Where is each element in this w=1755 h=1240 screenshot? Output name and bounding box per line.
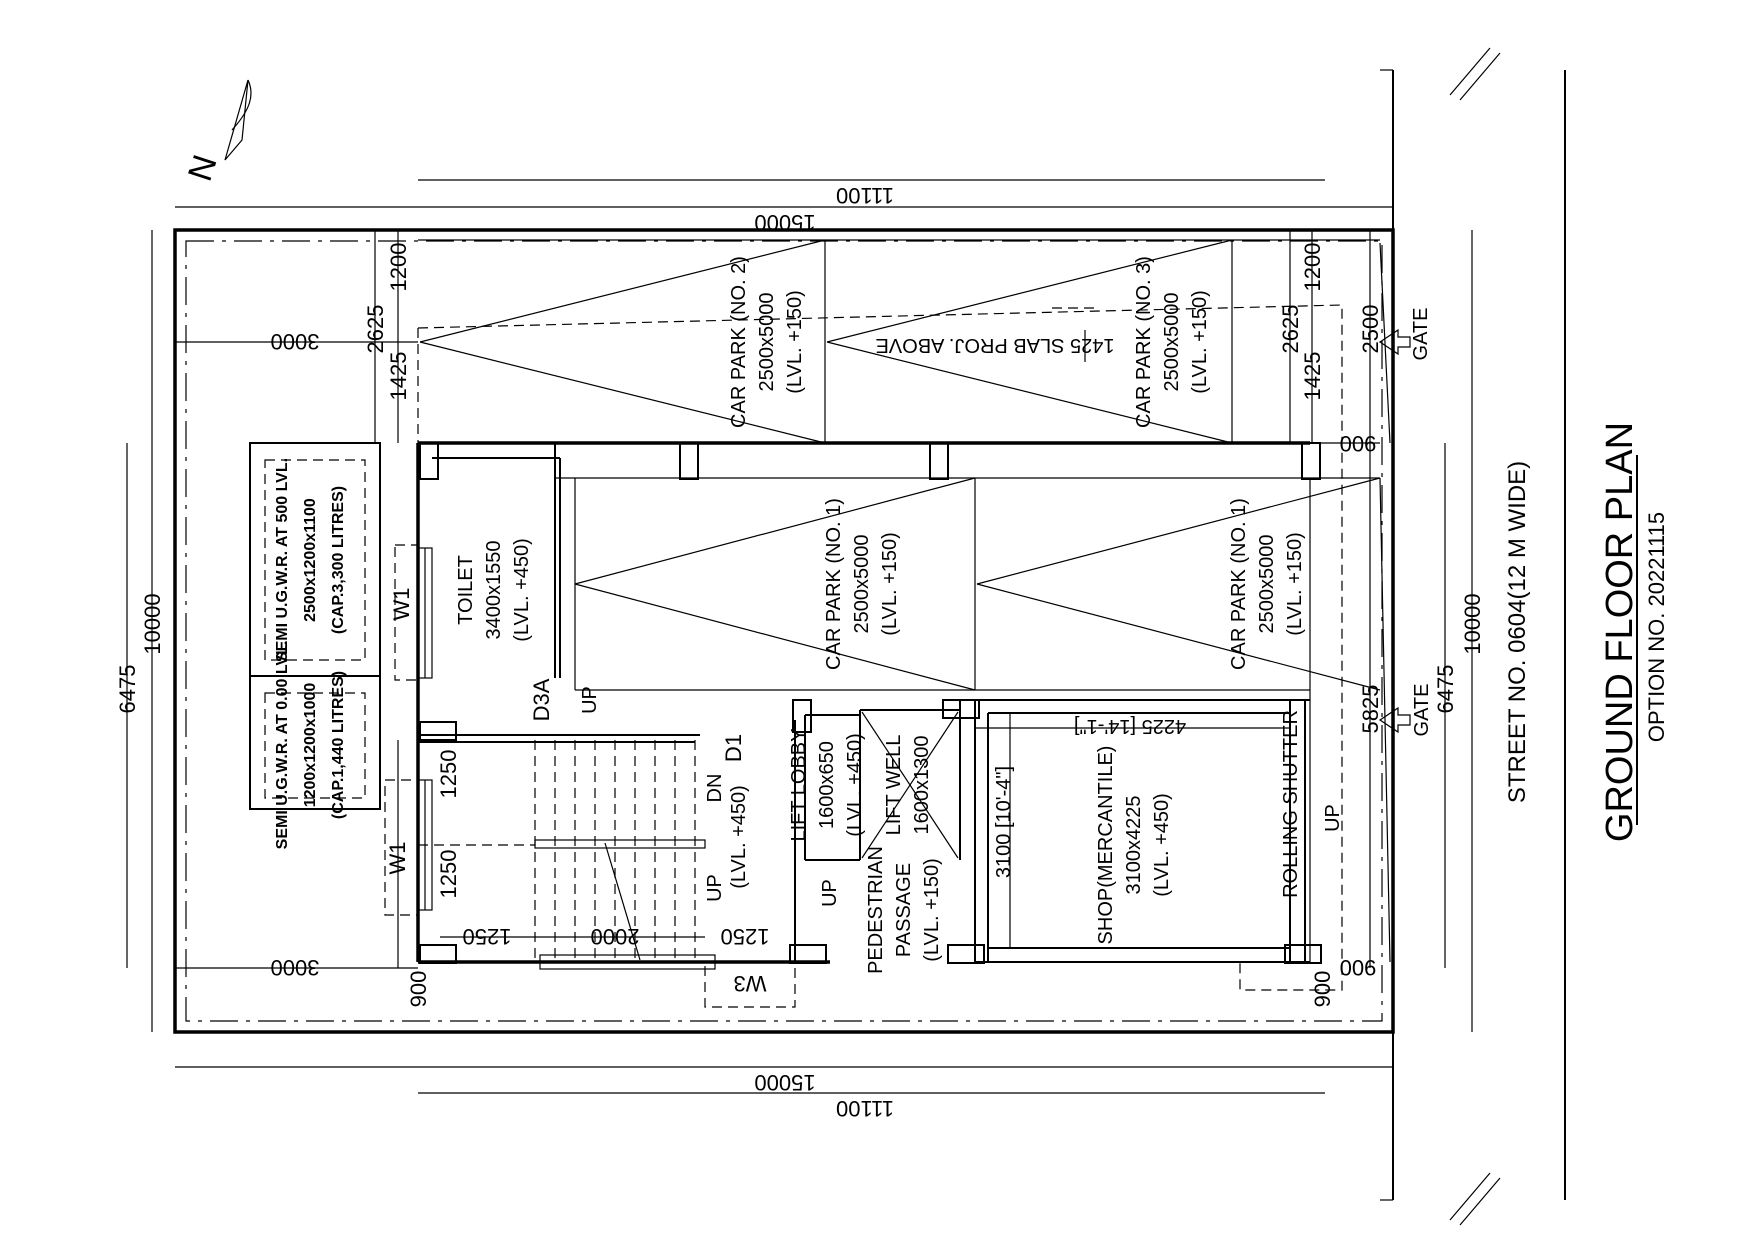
dim-left-1250-a: 1250: [436, 750, 461, 799]
north-arrow: N: [181, 79, 252, 186]
tank-000-label: SEMI U.G.W.R. AT 0.00 LVL.: [274, 641, 291, 850]
car-park-3-label: CAR PARK (NO. 3): [1133, 256, 1155, 428]
title-block: STREET NO. 0604(12 M WIDE) GROUND FLOOR …: [1504, 422, 1669, 842]
toilet-level: (LVL. +450): [511, 538, 533, 642]
car-park-1a-level: (LVL. +150): [879, 532, 901, 636]
dim-stair-2000: 2000: [591, 924, 640, 949]
gate-bottom-label: GATE: [1411, 684, 1433, 737]
tank-500-cap: (CAP.3,300 LITRES): [330, 486, 347, 634]
dimension-labels: 11100 15000 15000 11100 10000 6475 3000 …: [115, 183, 1485, 1121]
tank-000-cap: (CAP.1,440 LITRES): [330, 671, 347, 819]
rolling-shutter-label: ROLLING SHUTTER: [1280, 710, 1302, 898]
room-labels: CAR PARK (NO. 2) 2500x5000 (LVL. +150) C…: [455, 256, 1306, 974]
door-d1: D1: [721, 734, 746, 762]
dim-right-900-top: 900: [1340, 431, 1377, 456]
windows: [384, 544, 796, 1008]
dim-left-1200: 1200: [386, 243, 411, 292]
up-stair: UP: [704, 874, 726, 902]
dim-left-1250-b: 1250: [436, 850, 461, 899]
dim-stair-1250-a: 1250: [463, 924, 512, 949]
lift-lobby-size: 1600x650: [816, 741, 838, 829]
car-park-2-level: (LVL. +150): [784, 290, 806, 394]
dim-left-1425: 1425: [386, 352, 411, 401]
dim-right-900-bottom: 900: [1340, 955, 1377, 980]
water-tanks: [249, 442, 381, 810]
shop-level: (LVL. +450): [1151, 793, 1173, 897]
lift-lobby-level: (LVL. +450): [844, 733, 866, 837]
dim-left-10000: 10000: [140, 593, 165, 654]
car-park-2-size: 2500x5000: [756, 293, 778, 392]
tank-500-label: SEMI U.G.W.R. AT 500 LVL.: [274, 458, 291, 662]
lift-well-cross: [861, 711, 959, 859]
up-toilet: UP: [579, 686, 601, 714]
tank-labels: SEMI U.G.W.R. AT 500 LVL. 2500x1200x1100…: [274, 458, 347, 849]
dim-right-5825: 5825: [1358, 685, 1383, 734]
opening-labels: W1 W1 W3 D1 D3A UP UP UP UP DN: [385, 588, 1344, 997]
staircase: [418, 740, 706, 961]
columns: [419, 442, 1322, 964]
street: [1380, 47, 1566, 1226]
car-park-1a-label: CAR PARK (NO. 1): [823, 498, 845, 670]
toilet-label: TOILET: [455, 555, 477, 625]
pedestrian-passage: PASSAGE: [893, 863, 915, 957]
plan-title: GROUND FLOOR PLAN: [1599, 422, 1641, 842]
car-park-1b-size: 2500x5000: [1256, 535, 1278, 634]
street-label: STREET NO. 0604(12 M WIDE): [1504, 461, 1531, 803]
dim-left-6475: 6475: [115, 665, 140, 714]
window-w1-bottom: W1: [385, 842, 410, 875]
window-w1-top: W1: [389, 588, 414, 621]
dim-right-2625: 2625: [1278, 305, 1303, 354]
dim-shop-4225: 4225 [14'-1"]: [1074, 715, 1186, 737]
pedestrian-level: (LVL. +150): [921, 858, 943, 962]
dim-top-15000: 15000: [754, 210, 815, 235]
dim-right-2500: 2500: [1358, 305, 1383, 354]
car-park-3-size: 2500x5000: [1161, 293, 1183, 392]
car-park-3-level: (LVL. +150): [1189, 290, 1211, 394]
door-d3a: D3A: [529, 678, 554, 721]
dim-right-6475: 6475: [1433, 665, 1458, 714]
dn-stair: DN: [704, 774, 726, 803]
slab-projection: [417, 304, 1343, 991]
dim-left-3000-bottom: 3000: [271, 955, 320, 980]
north-label: N: [181, 150, 225, 185]
stair-level: (LVL. +450): [728, 785, 750, 889]
car-park-1b-level: (LVL. +150): [1284, 532, 1306, 636]
up-shutter: UP: [1322, 804, 1344, 832]
dim-right-900-vert: 900: [1310, 971, 1335, 1008]
pedestrian-label: PEDESTRIAN: [865, 846, 887, 974]
shop-label: SHOP(MERCANTILE): [1095, 746, 1117, 945]
window-w3: W3: [734, 971, 767, 996]
up-passage: UP: [819, 879, 841, 907]
slab-projection-note: 1425 SLAB PROJ. ABOVE: [875, 334, 1114, 356]
dim-stair-1250-b: 1250: [721, 924, 770, 949]
dim-left-3000-top: 3000: [271, 329, 320, 354]
shop-size: 3100x4225: [1123, 796, 1145, 895]
gate-arrows: [1378, 242, 1411, 963]
car-park-2-label: CAR PARK (NO. 2): [728, 256, 750, 428]
dim-right-1200: 1200: [1300, 243, 1325, 292]
tank-000-size: 1200x1200x1000: [302, 683, 319, 808]
car-park-1b-label: CAR PARK (NO. 1): [1228, 498, 1250, 670]
plan-option: OPTION NO. 20221115: [1644, 512, 1669, 742]
lift-well-size: 1600x1300: [911, 736, 933, 835]
lift-well-label: LIFT WELL: [883, 735, 905, 836]
toilet-size: 3400x1550: [483, 541, 505, 640]
dimension-lines: [126, 179, 1473, 1094]
dim-right-10000: 10000: [1460, 593, 1485, 654]
gate-labels: GATE GATE: [1410, 308, 1433, 737]
tank-500-size: 2500x1200x1100: [302, 498, 319, 622]
car-park-markings: [419, 239, 1381, 691]
gate-top-label: GATE: [1410, 308, 1432, 361]
dim-left-900: 900: [406, 971, 431, 1008]
car-park-1a-size: 2500x5000: [851, 535, 873, 634]
dim-bottom-11100: 11100: [836, 1096, 894, 1121]
dim-top-11100: 11100: [836, 183, 894, 208]
dim-shop-3100: 3100 [10'-4"]: [993, 766, 1015, 878]
dim-bottom-15000: 15000: [754, 1070, 815, 1095]
dim-left-2625: 2625: [363, 305, 388, 354]
dim-right-1425: 1425: [1300, 352, 1325, 401]
lift-lobby-label: LIFT LOBBY: [788, 728, 810, 841]
